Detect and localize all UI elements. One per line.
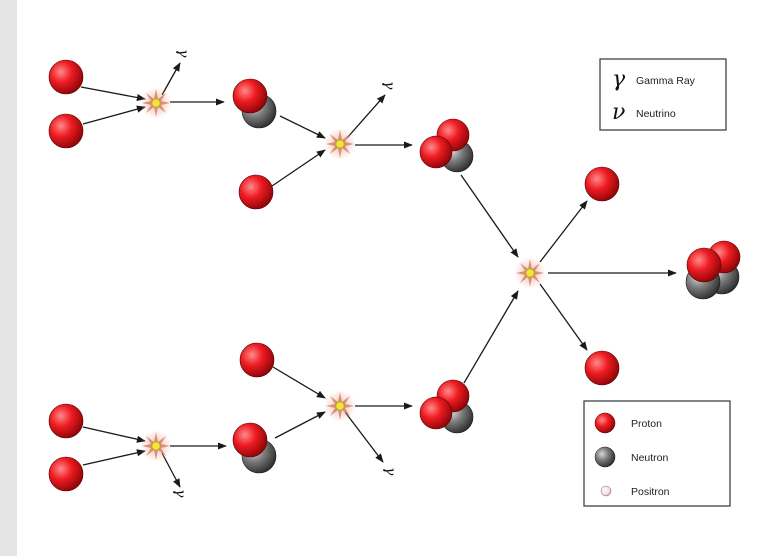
helium4 <box>685 240 741 300</box>
arrow-final-to-proton-bottom <box>539 283 588 351</box>
deuterium-upper <box>232 78 277 129</box>
gamma-ray-labels: γ γ γ γ <box>172 49 398 498</box>
positron-legend-swatch <box>600 485 612 497</box>
arrow-deuterium-to-fusion-4 <box>274 411 326 439</box>
neutron-legend-swatch <box>594 446 616 468</box>
arrow-fusion-4-to-gamma <box>344 411 384 463</box>
helium3-upper-proton-b <box>419 135 453 169</box>
deuterium-lower-proton <box>232 422 268 458</box>
neutrino-symbol: ν <box>612 100 625 125</box>
fusion-flash-3 <box>139 429 173 463</box>
fusion-flash-2 <box>323 127 357 161</box>
arrow-fusion-1-to-gamma <box>161 62 181 96</box>
diagram-canvas: γ γ γ γ <box>17 0 763 556</box>
proton-4 <box>239 342 275 378</box>
arrow-fusion-2-to-gamma <box>346 94 386 139</box>
gamma-symbol: γ <box>612 67 626 92</box>
particles <box>48 59 741 492</box>
fusion-flash-final <box>513 256 547 290</box>
arrow-proton-3b-to-fusion-3 <box>82 449 146 466</box>
helium4-proton-b <box>686 247 722 283</box>
arrow-proton-3a-to-fusion-3 <box>82 426 146 443</box>
proton-legend-label: Proton <box>631 418 662 430</box>
gamma-label-3: γ <box>172 489 188 498</box>
helium3-lower <box>419 379 474 434</box>
arrow-helium3-lower-to-final <box>463 290 519 384</box>
proton-2 <box>238 174 274 210</box>
fusion-events <box>139 86 547 463</box>
deuterium-upper-proton <box>232 78 268 114</box>
gamma-ray-label: Gamma Ray <box>636 75 696 87</box>
symbol-legend: γ Gamma Ray ν Neutrino <box>599 58 727 131</box>
symbol-legend-box <box>599 58 727 131</box>
proton-3b <box>48 456 84 492</box>
proton-out-bottom <box>584 350 620 386</box>
proton-1b <box>48 113 84 149</box>
arrow-proton-4-to-fusion-4 <box>272 366 326 399</box>
proton-legend-swatch <box>594 412 616 434</box>
arrow-final-to-proton-top <box>539 200 588 263</box>
proton-out-top <box>584 166 620 202</box>
proton-3a <box>48 403 84 439</box>
gamma-label-1: γ <box>175 49 191 58</box>
helium3-upper <box>419 118 474 173</box>
gamma-label-2: γ <box>381 81 397 90</box>
proton-1a <box>48 59 84 95</box>
neutron-legend-label: Neutron <box>631 452 669 464</box>
deuterium-lower <box>232 422 277 474</box>
arrow-deuterium-to-fusion-2 <box>279 115 326 139</box>
proton-proton-chain-diagram: γ γ γ γ <box>48 49 741 507</box>
helium3-lower-proton-b <box>419 396 453 430</box>
arrow-proton-1b-to-fusion-1 <box>82 105 146 125</box>
arrow-helium3-upper-to-final <box>460 174 519 258</box>
particle-legend: Proton Neutron Positron <box>583 400 731 507</box>
arrow-proton-1a-to-fusion-1 <box>80 86 146 102</box>
fusion-flash-4 <box>323 389 357 423</box>
fusion-flash-1 <box>139 86 173 120</box>
neutrino-label: Neutrino <box>636 108 676 120</box>
arrow-proton-2-to-fusion-2 <box>271 149 326 187</box>
positron-legend-label: Positron <box>631 486 670 498</box>
gamma-label-4: γ <box>382 467 398 476</box>
